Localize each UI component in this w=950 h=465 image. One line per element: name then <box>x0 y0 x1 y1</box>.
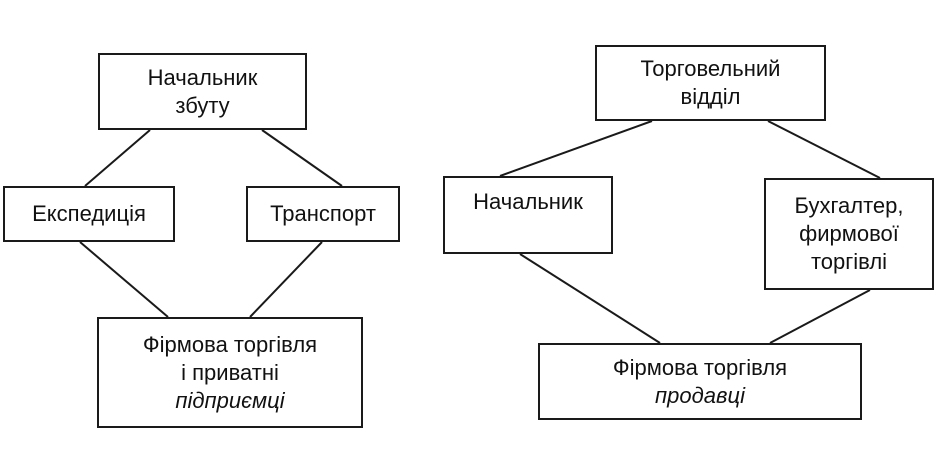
box-ekspedytsiia: Експедиція <box>3 186 175 242</box>
box-label-line: Начальник <box>473 189 583 214</box>
connector-head-to-bukhgalter <box>767 120 881 179</box>
box-bukhgalter: Бухгалтер, фирмової торгівлі <box>764 178 934 290</box>
box-label-line: фирмової <box>799 221 899 246</box>
box-nachalnyk-zbutu: Начальник збуту <box>98 53 307 130</box>
box-label-line: продавці <box>655 382 745 408</box>
box-firmova-torhivlia-prodavtsi: Фірмова торгівля продавці <box>538 343 862 420</box>
connector-nachalnyk-to-bottom <box>519 253 661 344</box>
box-transport: Транспорт <box>246 186 400 242</box>
box-label-line: Фірмова торгівля <box>612 354 788 380</box>
box-label-line: торгівлі <box>810 249 888 274</box>
box-nachalnyk: Начальник <box>443 176 613 254</box>
connector-head-to-nachalnyk <box>499 120 653 177</box>
box-torhovelnyi-viddil: Торговельний відділ <box>595 45 826 121</box>
box-label-line: і приватні <box>181 359 279 385</box>
box-label-line: Експедиція <box>32 201 146 226</box>
box-label-line: Бухгалтер, <box>794 193 904 218</box>
connector-head-to-ekspedytsiia <box>84 129 151 187</box>
connector-bukhgalter-to-bottom <box>769 289 871 344</box>
box-label-line: Начальник <box>147 64 258 90</box>
box-label-line: відділ <box>680 84 741 109</box>
box-label-line: Торговельний <box>640 56 781 81</box>
box-label-line: збуту <box>175 92 230 118</box>
connector-transport-to-bottom <box>249 241 323 318</box>
box-label-line: підприємці <box>175 387 285 413</box>
box-firmova-torhivlia-pryvatni: Фірмова торгівля і приватні підприємці <box>97 317 363 428</box>
connector-ekspedytsiia-to-bottom <box>79 241 169 318</box>
box-label-line: Фірмова торгівля <box>142 331 318 357</box>
connector-head-to-transport <box>261 129 343 187</box>
box-label-line: Транспорт <box>270 201 376 226</box>
